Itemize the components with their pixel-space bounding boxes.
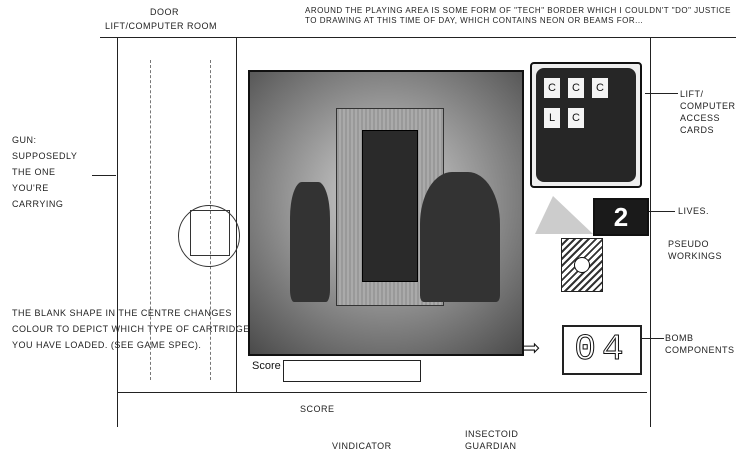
access-card: C [544, 78, 560, 98]
pseudo-workings-note: Pseudo workings [668, 239, 723, 261]
lift-computer-room-label: Lift/Computer Room [105, 21, 217, 31]
border-note: Around the playing area is some form of … [305, 6, 731, 25]
border-inner-left-line [236, 37, 237, 392]
access-card: C [568, 78, 584, 98]
border-left-line [117, 37, 118, 427]
bomb-arrow-icon: ⇨ [522, 335, 541, 360]
bomb-components-counter: 04 [562, 325, 642, 375]
blank-shape-note: The blank shape in the centre changes co… [12, 308, 250, 350]
gun-note: Gun: supposedly the one you're carrying [12, 135, 78, 209]
tech-border-sketch [150, 60, 151, 380]
insectoid-guardian-note: Insectoid guardian [465, 429, 519, 451]
pseudo-workings-panel [561, 238, 603, 292]
access-cards-note: Lift/ computer access cards [680, 89, 736, 135]
playing-area [248, 70, 524, 356]
pseudo-workings-ball [574, 257, 590, 273]
access-card: C [592, 78, 608, 98]
gun-icon [190, 210, 230, 256]
vindicator-note: Vindicator [332, 441, 392, 451]
score-note: Score [300, 404, 335, 414]
gun-highlight-circle [178, 205, 240, 267]
bomb-components-note: Bomb components [665, 333, 735, 355]
lives-note: Lives. [678, 206, 710, 216]
access-cards-arrow [645, 93, 678, 94]
border-top-line [100, 37, 736, 38]
back-wall [362, 130, 418, 282]
lives-panel: 2 [535, 196, 649, 236]
score-bar [283, 360, 421, 382]
vindicator-character [290, 182, 330, 302]
gun-arrow [92, 175, 116, 176]
border-bottom-line [117, 392, 647, 393]
access-card: L [544, 108, 560, 128]
bomb-pointer [640, 338, 664, 339]
lives-decoration [535, 196, 593, 234]
access-cards-panel: C C C L C [530, 62, 642, 188]
border-right-line [650, 37, 651, 427]
insectoid-guardian-character [420, 172, 500, 302]
door-label: Door [150, 7, 179, 17]
lives-pointer [647, 211, 675, 212]
lives-count: 2 [593, 198, 649, 236]
access-card: C [568, 108, 584, 128]
score-label: Score [252, 360, 281, 372]
